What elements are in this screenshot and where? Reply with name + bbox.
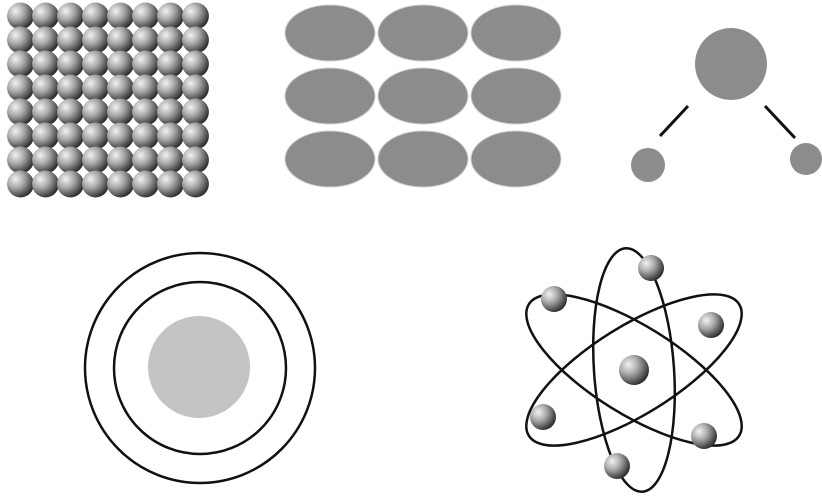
sphere xyxy=(82,123,109,150)
sphere xyxy=(157,171,184,198)
sphere xyxy=(132,171,159,198)
sphere xyxy=(182,51,209,78)
sphere xyxy=(57,99,84,126)
sphere xyxy=(57,27,84,54)
nucleus xyxy=(619,355,649,385)
ellipse xyxy=(285,5,375,61)
sphere xyxy=(32,27,59,54)
sphere xyxy=(82,99,109,126)
sphere xyxy=(132,27,159,54)
ellipse xyxy=(285,68,375,124)
electron xyxy=(691,423,717,449)
sphere xyxy=(7,99,34,126)
molecule-diagram xyxy=(631,28,822,182)
sphere xyxy=(107,75,134,102)
ellipse xyxy=(378,131,468,187)
ellipse xyxy=(378,5,468,61)
sphere xyxy=(32,75,59,102)
sphere xyxy=(57,123,84,150)
sphere xyxy=(157,27,184,54)
bond-left xyxy=(660,106,688,136)
sphere xyxy=(107,123,134,150)
sphere xyxy=(132,123,159,150)
sphere xyxy=(182,147,209,174)
ellipse xyxy=(471,68,561,124)
sphere xyxy=(157,51,184,78)
sphere xyxy=(7,171,34,198)
atom-model-diagram xyxy=(506,246,763,495)
bond-right xyxy=(765,106,795,138)
sphere xyxy=(82,75,109,102)
sphere xyxy=(182,123,209,150)
sphere xyxy=(82,3,109,30)
ellipse xyxy=(471,131,561,187)
sphere xyxy=(7,75,34,102)
sphere xyxy=(157,99,184,126)
sphere xyxy=(57,171,84,198)
sphere xyxy=(7,51,34,78)
sphere xyxy=(32,147,59,174)
ellipse xyxy=(471,5,561,61)
outer-atom-left xyxy=(631,148,665,182)
packed-spheres-diagram xyxy=(7,3,209,198)
outer-atom-right xyxy=(790,143,822,175)
sphere xyxy=(107,51,134,78)
sphere xyxy=(7,27,34,54)
sphere xyxy=(107,171,134,198)
sphere xyxy=(32,171,59,198)
sphere xyxy=(107,99,134,126)
central-atom xyxy=(695,28,767,100)
sphere xyxy=(132,75,159,102)
ellipse xyxy=(285,131,375,187)
sphere xyxy=(82,171,109,198)
sphere xyxy=(132,51,159,78)
sphere xyxy=(7,147,34,174)
sphere xyxy=(107,147,134,174)
sphere xyxy=(7,3,34,30)
sphere xyxy=(82,27,109,54)
sphere xyxy=(107,3,134,30)
electron xyxy=(530,404,556,430)
electron xyxy=(698,312,724,338)
shell-model-diagram xyxy=(85,253,315,483)
sphere xyxy=(32,123,59,150)
sphere xyxy=(82,147,109,174)
sphere xyxy=(132,147,159,174)
sphere xyxy=(157,75,184,102)
sphere xyxy=(82,51,109,78)
sphere xyxy=(57,147,84,174)
ellipse xyxy=(378,68,468,124)
sphere xyxy=(157,147,184,174)
sphere xyxy=(132,3,159,30)
sphere xyxy=(157,3,184,30)
sphere xyxy=(157,123,184,150)
sphere xyxy=(7,123,34,150)
sphere xyxy=(57,3,84,30)
sphere xyxy=(57,75,84,102)
sphere xyxy=(182,99,209,126)
sphere xyxy=(57,51,84,78)
nucleus xyxy=(148,316,250,418)
sphere xyxy=(182,171,209,198)
sphere xyxy=(32,3,59,30)
ellipse-grid-diagram xyxy=(285,5,561,187)
electron xyxy=(604,453,630,479)
sphere xyxy=(182,27,209,54)
electron xyxy=(541,286,567,312)
sphere xyxy=(132,99,159,126)
electron xyxy=(638,255,664,281)
sphere xyxy=(32,51,59,78)
sphere xyxy=(32,99,59,126)
sphere xyxy=(182,75,209,102)
sphere xyxy=(182,3,209,30)
sphere xyxy=(107,27,134,54)
